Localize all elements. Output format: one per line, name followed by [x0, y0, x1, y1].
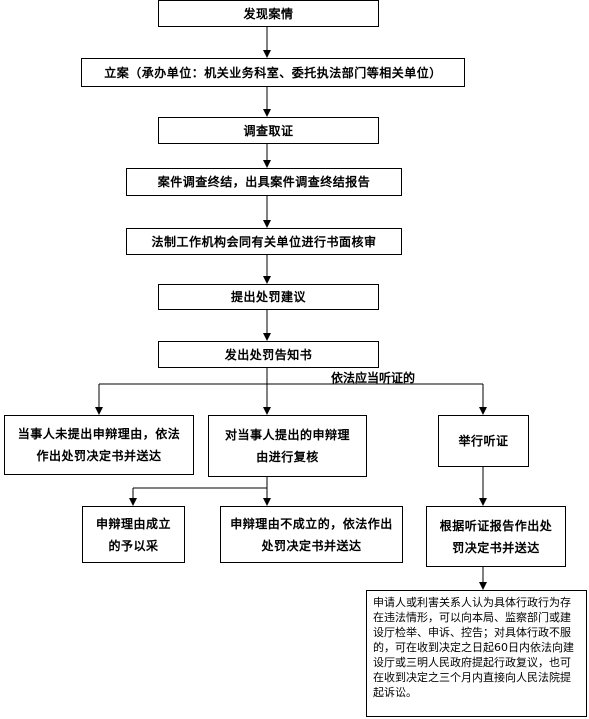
edge-label-hearing-condition: 依法应当听证的	[331, 371, 416, 385]
node-hearing-decision: 根据听证报告作出处罚决定书并送达	[426, 506, 566, 567]
node-remedy-note: 申请人或利害关系人认为具体行政行为存在违法情形，可以向本局、监察部门或建设厅检举…	[366, 590, 587, 717]
node-defense-rejected: 申辩理由不成立的，依法作出处罚决定书并送达	[220, 506, 403, 563]
node-legal-review: 法制工作机构会同有关单位进行书面核审	[126, 228, 402, 255]
node-conclude-investigation: 案件调查终结，出具案件调查终结报告	[126, 168, 402, 196]
node-register-case: 立案（承办单位：机关业务科室、委托执法部门等相关单位）	[81, 58, 465, 87]
node-no-defense: 当事人未提出申辩理由，依法作出处罚决定书并送达	[4, 415, 194, 475]
node-issue-notice: 发出处罚告知书	[158, 341, 379, 368]
node-recheck-defense: 对当事人提出的申辩理由进行复核	[208, 415, 367, 477]
node-propose-penalty: 提出处罚建议	[158, 284, 379, 310]
node-hold-hearing: 举行听证	[438, 415, 529, 467]
node-defense-accepted: 申辩理由成立的予以采	[82, 506, 185, 563]
node-investigate: 调查取证	[158, 117, 379, 144]
node-discover-case: 发现案情	[158, 0, 379, 27]
